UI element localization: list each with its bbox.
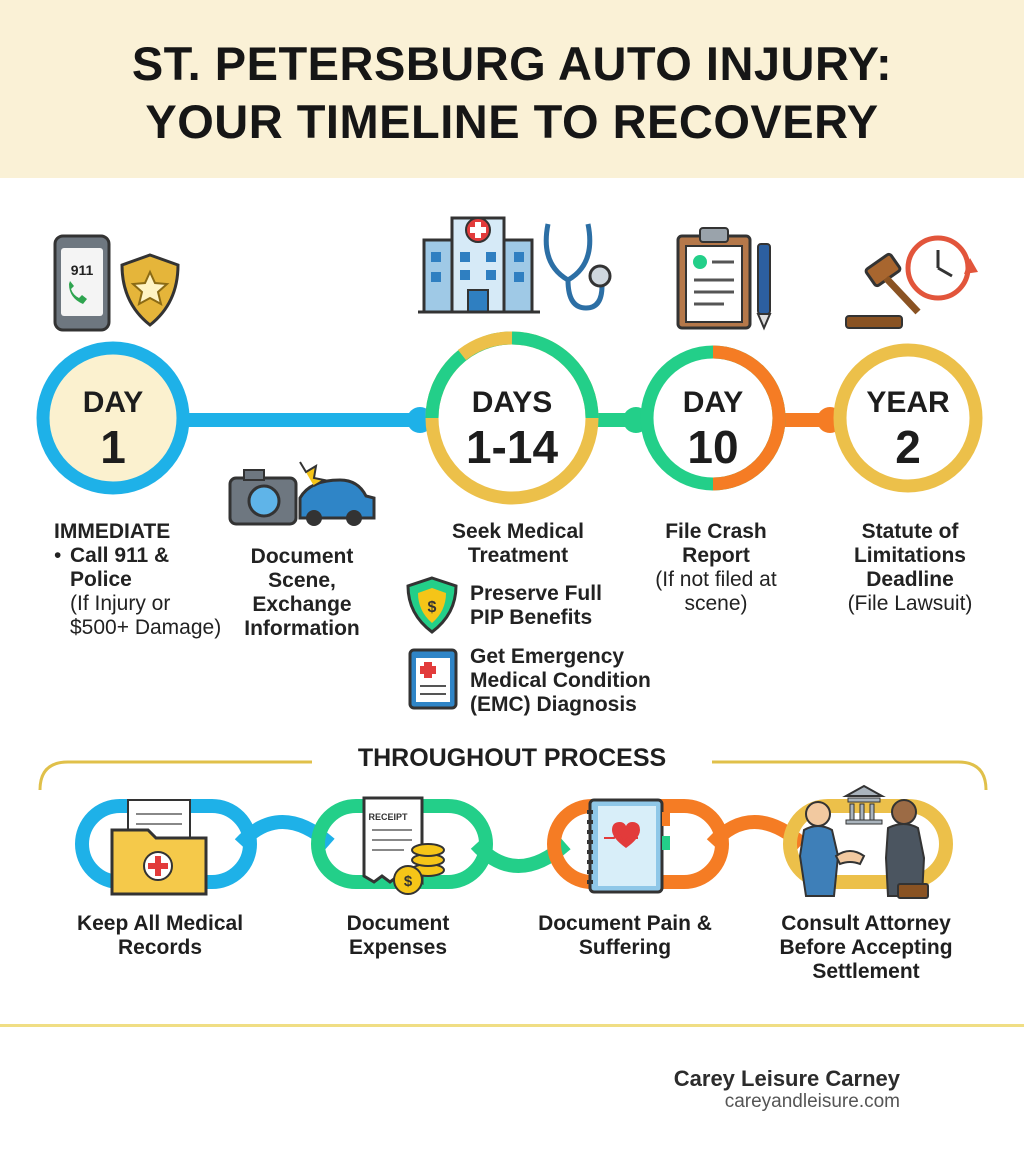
milestone-label: YEAR — [866, 386, 950, 419]
process-item-consult-attorney: Consult Attorney Before Accepting Settle… — [779, 912, 953, 983]
gavel-clock-icon — [845, 235, 978, 329]
milestone-value: 1-14 — [465, 421, 559, 473]
medical-chart-icon — [408, 648, 458, 710]
milestone-circle-day1 — [36, 341, 190, 495]
milestone-days1-14-text: DAYS 1-14 — [432, 386, 592, 473]
attorney-handshake-icon — [798, 784, 929, 899]
process-item-expenses: Document Expenses — [346, 912, 450, 959]
svg-text:$: $ — [428, 599, 437, 616]
step-day10-heading: File Crash Report — [665, 520, 767, 567]
milestone-circle-year2 — [833, 343, 983, 493]
svg-text:RECEIPT: RECEIPT — [368, 812, 408, 822]
step-day10: File Crash Report (If not filed at scene… — [650, 520, 782, 616]
shield-dollar-icon: $ — [406, 576, 458, 634]
step-document-scene: Document Scene, Exchange Information — [244, 545, 360, 640]
page-title-line-1: ST. PETERSBURG AUTO INJURY: — [131, 37, 893, 90]
pain-journal-icon — [587, 798, 670, 894]
firm-name: Carey Leisure Carney — [673, 1066, 900, 1091]
milestone-label: DAYS — [471, 386, 553, 419]
step-day1-note: (If Injury or $500+ Damage) — [70, 592, 222, 639]
step-year2-note: (File Lawsuit) — [847, 592, 973, 615]
receipt-coins-icon: RECEIPT $ — [362, 796, 445, 895]
step-year2-heading: Statute of Limitations Deadline — [853, 520, 966, 591]
header-banner: ST. PETERSBURG AUTO INJURY: YOUR TIMELIN… — [0, 0, 1024, 178]
process-item-pain-suffering: Document Pain & Suffering — [538, 912, 712, 959]
svg-text:$: $ — [404, 873, 413, 890]
milestone-day10-text: DAY 10 — [647, 386, 779, 473]
milestone-value: 2 — [895, 421, 921, 473]
step-medical-emc: Get Emergency Medical Condition (EMC) Di… — [470, 645, 651, 716]
hospital-icon — [418, 216, 540, 314]
step-medical-pip: Preserve Full PIP Benefits — [470, 582, 602, 629]
milestone-value: 1 — [100, 421, 126, 473]
clipboard-report-icon — [676, 227, 772, 331]
step-medical-heading: Seek Medical Treatment — [452, 520, 584, 567]
firm-url[interactable]: careyandleisure.com — [724, 1091, 900, 1112]
step-year2: Statute of Limitations Deadline (File La… — [830, 520, 990, 616]
medical-folder-icon — [110, 799, 208, 896]
step-day1-bullet: Call 911 & Police — [70, 544, 170, 591]
footer-divider — [0, 1024, 1024, 1027]
milestone-circle-days1-14 — [425, 331, 599, 505]
step-day1: IMMEDIATE Call 911 & Police(If Injury or… — [54, 520, 224, 640]
stethoscope-icon — [543, 223, 612, 311]
step-day10-note: (If not filed at scene) — [655, 568, 777, 615]
svg-text:911: 911 — [71, 262, 94, 278]
throughout-process-title: THROUGHOUT PROCESS — [312, 744, 712, 773]
milestone-label: DAY — [82, 386, 144, 419]
camera-car-icon — [228, 461, 376, 526]
page-title-line-2: YOUR TIMELINE TO RECOVERY — [145, 95, 879, 148]
milestone-circle-day10 — [640, 345, 786, 491]
milestone-value: 10 — [687, 421, 739, 473]
step-day1-heading: IMMEDIATE — [54, 520, 171, 543]
milestone-label: DAY — [682, 386, 744, 419]
police-badge-icon — [120, 253, 180, 327]
phone-911-icon: 911 — [53, 234, 111, 332]
milestone-year2-text: YEAR 2 — [840, 386, 976, 473]
process-item-medical-records: Keep All Medical Records — [76, 912, 244, 959]
milestone-day1-text: DAY 1 — [43, 386, 183, 473]
